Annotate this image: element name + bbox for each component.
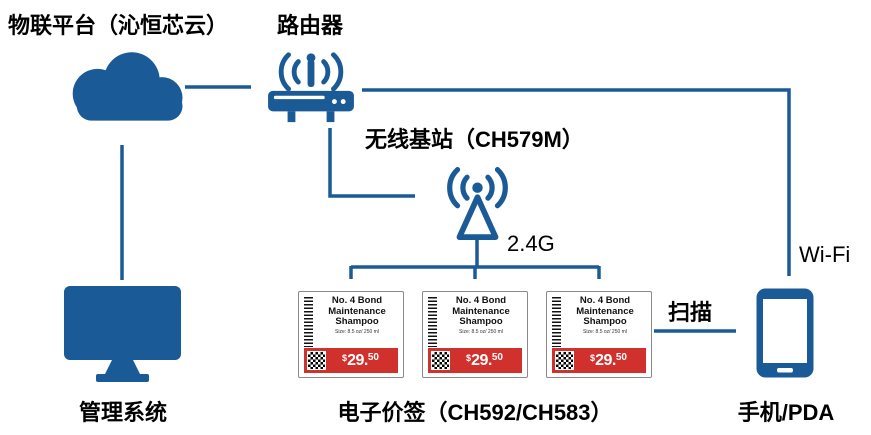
- qr-code-icon: [555, 351, 574, 370]
- base-station-icon: [447, 167, 508, 240]
- price-strip: $29.50: [552, 348, 646, 373]
- price-strip: $29.50: [304, 348, 398, 373]
- tag-title-line: Maintenance: [452, 305, 510, 317]
- tag-title-line: Maintenance: [328, 305, 386, 317]
- price-value: $29.50: [342, 351, 379, 369]
- tag-title-line: No. 4 Bond: [455, 295, 507, 306]
- monitor-icon: [64, 286, 181, 382]
- price-value: $29.50: [466, 351, 503, 369]
- qr-code-icon: [307, 351, 326, 370]
- tag-title-line: No. 4 Bond: [331, 295, 383, 306]
- label-management-system: 管理系统: [78, 400, 167, 425]
- label-frequency: 2.4G: [507, 231, 555, 256]
- barcode: [552, 297, 561, 347]
- router-icon: [268, 52, 354, 123]
- label-scan: 扫描: [668, 300, 713, 325]
- label-price-tags: 电子价签（CH592/CH583）: [337, 400, 613, 425]
- label-router: 路由器: [277, 13, 344, 38]
- label-iot-platform: 物联平台（沁恒芯云）: [8, 13, 229, 38]
- cloud-icon: [72, 52, 183, 121]
- label-wifi: Wi-Fi: [799, 242, 851, 267]
- label-base-station: 无线基站（CH579M）: [365, 127, 584, 152]
- tag-title-line: Shampoo: [459, 316, 503, 328]
- tag-subtitle: Size: 8.5 oz/ 250 ml: [335, 328, 379, 335]
- price-tag: No. 4 Bond Maintenance Shampoo Size: 8.5…: [422, 291, 528, 378]
- phone-icon: [756, 288, 814, 378]
- tag-title-line: Shampoo: [583, 316, 627, 328]
- tag-title-line: Shampoo: [335, 316, 379, 328]
- tag-title-line: No. 4 Bond: [579, 295, 631, 306]
- barcode: [428, 297, 437, 347]
- arrow-router-to-phone: [362, 88, 791, 276]
- price-tag: No. 4 Bond Maintenance Shampoo Size: 8.5…: [546, 291, 652, 378]
- tag-title-line: Maintenance: [576, 305, 634, 317]
- price-tag: No. 4 Bond Maintenance Shampoo Size: 8.5…: [298, 291, 404, 378]
- tag-subtitle: Size: 8.5 oz/ 250 ml: [459, 328, 503, 335]
- tag-subtitle: Size: 8.5 oz/ 250 ml: [583, 328, 627, 335]
- barcode: [304, 297, 313, 347]
- qr-code-icon: [431, 351, 450, 370]
- label-phone-pda: 手机/PDA: [737, 400, 835, 425]
- price-strip: $29.50: [428, 348, 522, 373]
- price-value: $29.50: [590, 351, 627, 369]
